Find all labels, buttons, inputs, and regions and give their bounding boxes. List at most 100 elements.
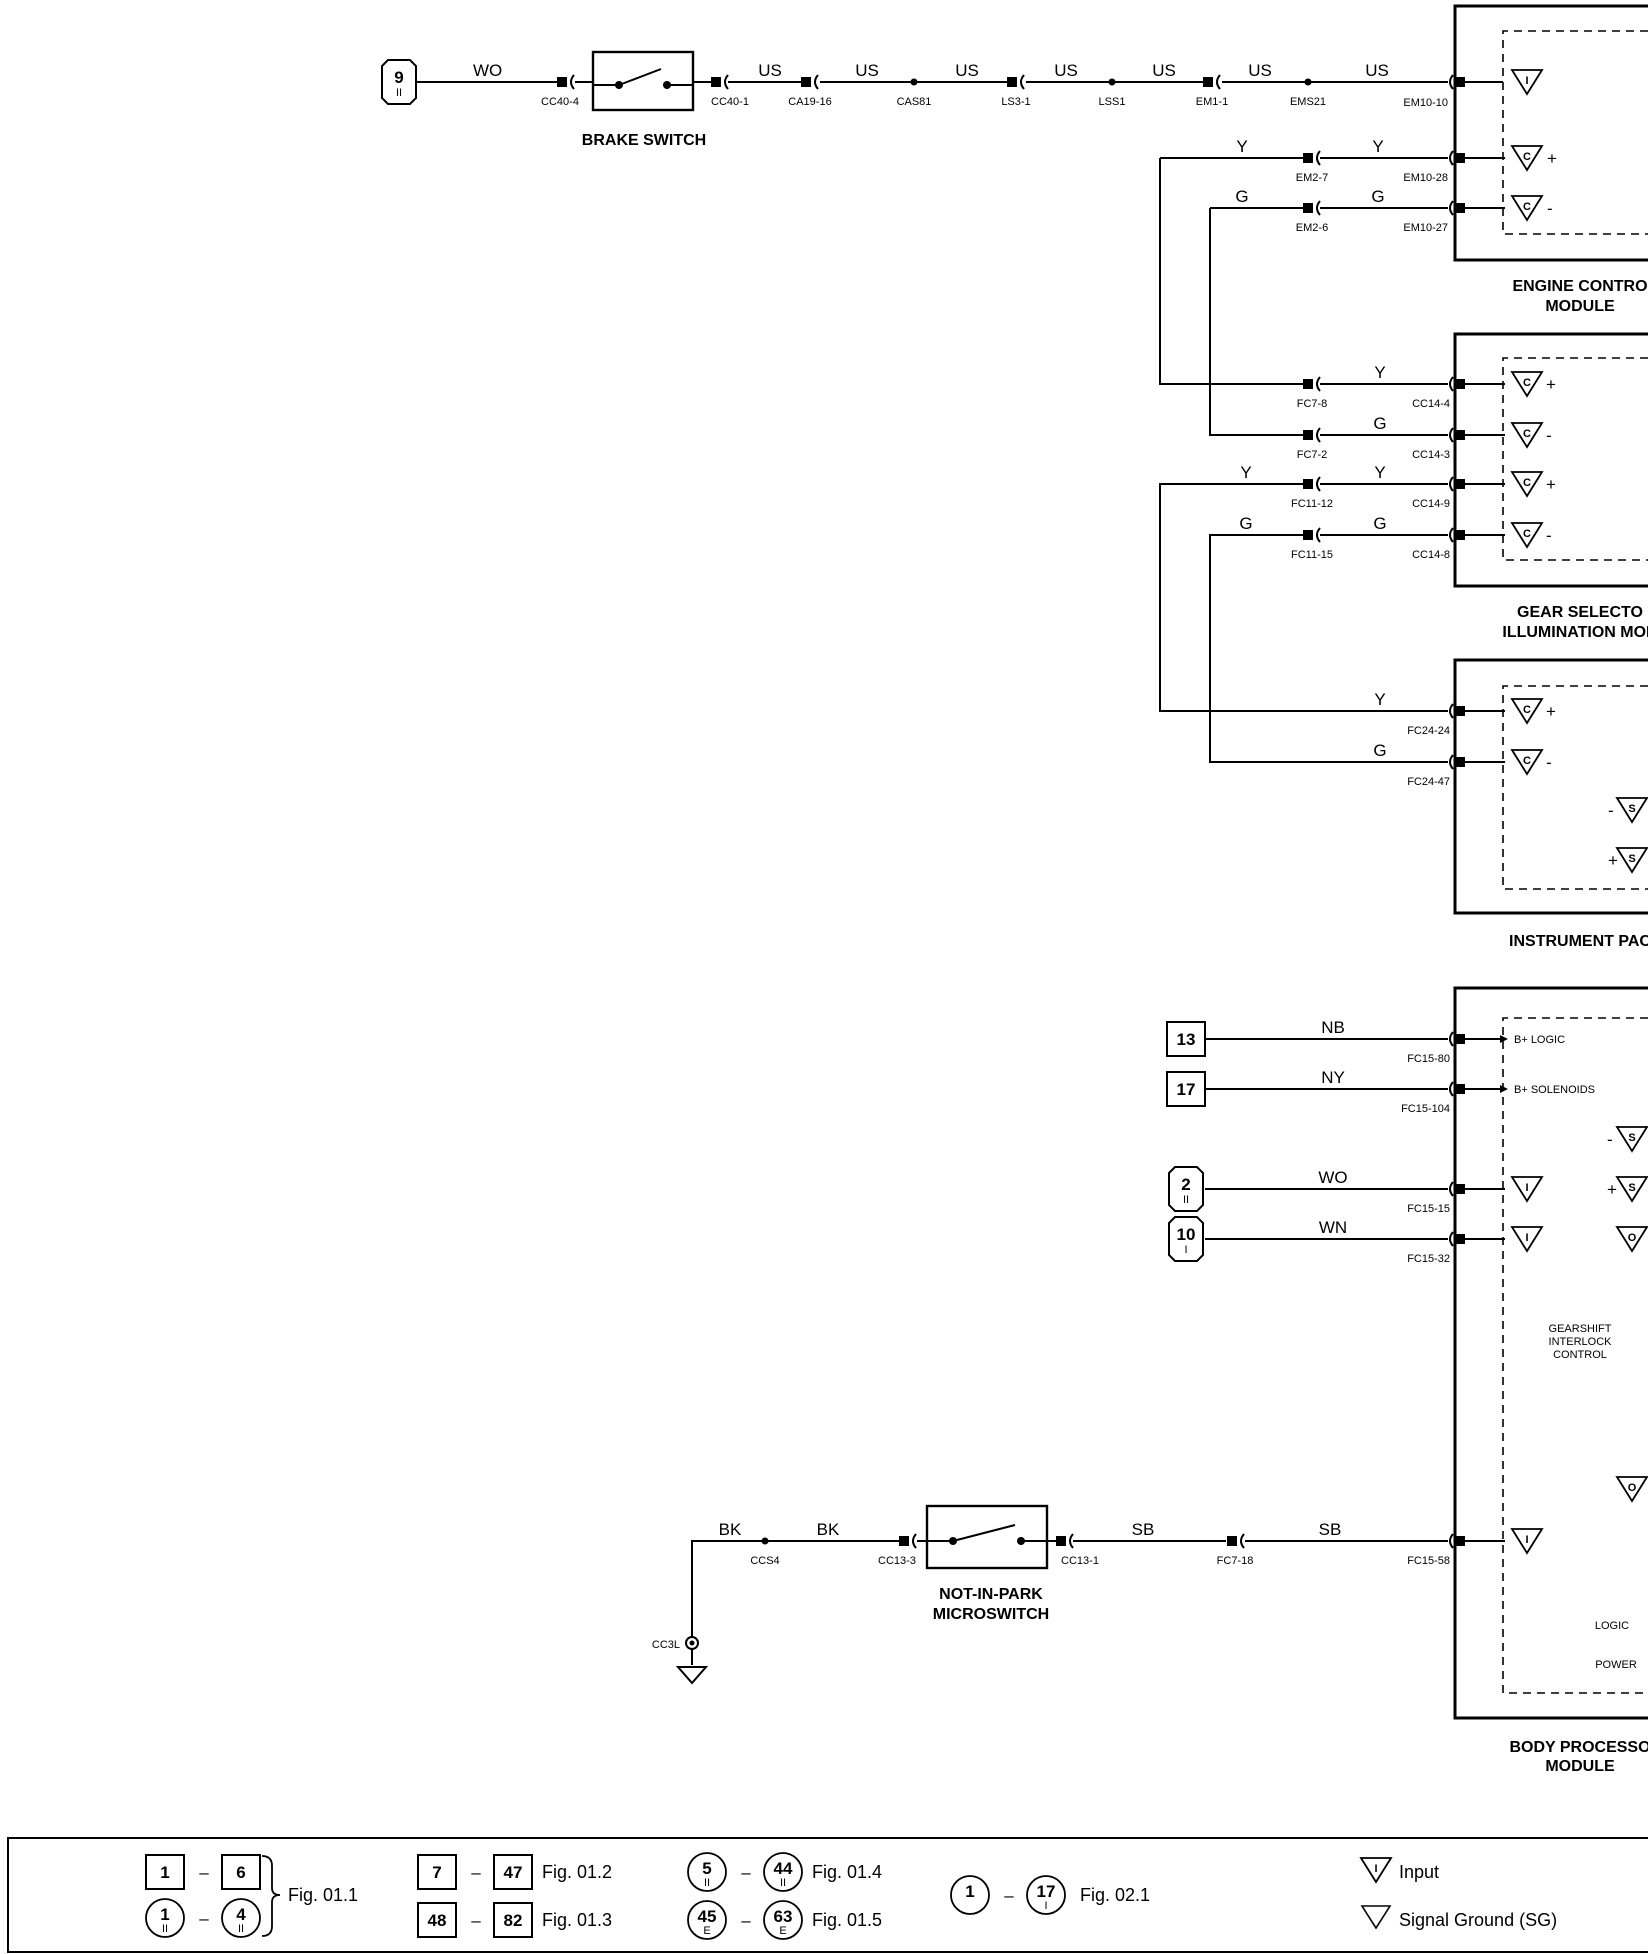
wire-g-ipk bbox=[1209, 534, 1448, 763]
triangle-letter: I bbox=[1525, 1534, 1528, 1546]
connector-label: EMS21 bbox=[1290, 96, 1326, 108]
wire-y-ipk bbox=[1159, 483, 1448, 712]
connector-socket bbox=[570, 74, 575, 90]
ecm-subtitle: MODULE bbox=[1545, 298, 1615, 315]
wire-label: G bbox=[1373, 514, 1386, 533]
bpm-ref-badge bbox=[1168, 1216, 1204, 1262]
legend-fig: Fig. 01.1 bbox=[288, 1885, 358, 1905]
bpm-output-icon bbox=[1615, 1476, 1648, 1503]
switch-blade bbox=[952, 1524, 1016, 1542]
reference-number: 7 bbox=[432, 1863, 441, 1882]
wire-label-us: US bbox=[1248, 61, 1272, 80]
module-pin bbox=[1455, 1084, 1465, 1094]
bpm-supply-icon bbox=[1615, 1176, 1648, 1203]
connector-socket bbox=[1316, 427, 1321, 443]
reference-number: 10 bbox=[1177, 1225, 1196, 1244]
polarity-sign: - bbox=[1546, 526, 1552, 545]
connector-cc40-1 bbox=[801, 77, 811, 87]
ipk-module bbox=[1453, 658, 1648, 915]
wire-label: SB bbox=[1132, 1520, 1155, 1539]
ecm-input-icon bbox=[1510, 69, 1544, 96]
brake-switch bbox=[591, 50, 695, 112]
reference-sub: II bbox=[1183, 1194, 1189, 1206]
reference-number: 5 bbox=[702, 1859, 711, 1878]
connector-cas81 bbox=[1007, 77, 1017, 87]
module-socket bbox=[1449, 1533, 1454, 1549]
connector-socket bbox=[1316, 527, 1321, 543]
wire-label: G bbox=[1373, 741, 1386, 760]
bpm-logic-label: LOGIC bbox=[1595, 1620, 1629, 1632]
bpm-inner-title: GEARSHIFT bbox=[1549, 1323, 1612, 1335]
triangle-letter: I bbox=[1374, 1863, 1377, 1875]
bpm-input-icon bbox=[1510, 1176, 1544, 1203]
polarity-sign: - bbox=[1607, 1130, 1613, 1149]
connector-socket bbox=[1316, 200, 1321, 216]
connector-fc11-15 bbox=[1303, 530, 1313, 540]
splice-dot bbox=[1304, 78, 1312, 86]
splice-dot bbox=[910, 78, 918, 86]
connector-label: LSS1 bbox=[1099, 96, 1126, 108]
connector-label: EM2-6 bbox=[1296, 222, 1328, 234]
triangle-letter: C bbox=[1523, 428, 1531, 440]
reference-sub: E bbox=[703, 1925, 710, 1937]
module-pin bbox=[1455, 153, 1465, 163]
reference-sub: I bbox=[1184, 1244, 1187, 1256]
bpm-supply-label: B+ SOLENOIDS bbox=[1514, 1084, 1595, 1096]
reference-number: 2 bbox=[1181, 1175, 1190, 1194]
triangle-letter: C bbox=[1523, 201, 1531, 213]
triangle-letter: I bbox=[1525, 1182, 1528, 1194]
module-pin bbox=[1455, 430, 1465, 440]
ipk-comm-icon bbox=[1510, 698, 1544, 725]
legend-dash: – bbox=[471, 1911, 481, 1930]
connector-cc13-1 bbox=[1056, 1536, 1066, 1546]
gsim-subtitle: ILLUMINATION MOD bbox=[1502, 624, 1648, 641]
wire-label: BK bbox=[817, 1520, 840, 1539]
ground-eyelet-center bbox=[689, 1640, 695, 1646]
connector-fc7-2 bbox=[1303, 430, 1313, 440]
connector-socket bbox=[1316, 376, 1321, 392]
pin-label: EM10-28 bbox=[1403, 172, 1448, 184]
legend-dash: – bbox=[741, 1911, 751, 1930]
nip-switch-label: NOT-IN-PARK bbox=[939, 1586, 1043, 1603]
triangle-letter: S bbox=[1628, 853, 1635, 865]
wire-bk bbox=[691, 1540, 902, 1665]
connector-label: FC11-15 bbox=[1291, 549, 1333, 561]
ecm-title: ENGINE CONTRO bbox=[1512, 278, 1647, 295]
polarity-sign: - bbox=[1547, 199, 1553, 218]
pin-label: FC24-24 bbox=[1407, 725, 1450, 737]
legend-circle bbox=[145, 1898, 185, 1938]
pin-label: CC14-3 bbox=[1412, 449, 1450, 461]
brake-ref-badge bbox=[381, 59, 417, 105]
wire-y-feed bbox=[1159, 158, 1303, 385]
legend-fig: Fig. 02.1 bbox=[1080, 1885, 1150, 1905]
module-pin bbox=[1455, 379, 1465, 389]
connector-label: FC11-12 bbox=[1291, 498, 1333, 510]
connector-label: CC13-1 bbox=[1061, 1555, 1099, 1567]
legend-circle bbox=[950, 1875, 990, 1915]
reference-number: 6 bbox=[236, 1863, 245, 1882]
module-socket bbox=[1449, 376, 1454, 392]
wire-label: SB bbox=[1319, 1520, 1342, 1539]
legend-dash: – bbox=[741, 1863, 751, 1882]
wire-g-feed bbox=[1209, 208, 1303, 436]
wire-label-us: US bbox=[1152, 61, 1176, 80]
polarity-sign: + bbox=[1607, 1180, 1617, 1199]
reference-number: 17 bbox=[1037, 1882, 1056, 1901]
triangle-letter: C bbox=[1523, 377, 1531, 389]
module-socket bbox=[1449, 1081, 1454, 1097]
wire-label: G bbox=[1239, 514, 1252, 533]
connector-label: CAS81 bbox=[897, 96, 932, 108]
legend-circle bbox=[763, 1852, 803, 1892]
triangle-letter: S bbox=[1628, 1132, 1635, 1144]
wire-label: Y bbox=[1240, 463, 1251, 482]
brake-switch-label: BRAKE SWITCH bbox=[582, 132, 706, 149]
ecm-comm-icon bbox=[1510, 195, 1544, 222]
wire-label: WN bbox=[1319, 1218, 1347, 1237]
connector-socket bbox=[1316, 476, 1321, 492]
not-in-park-switch bbox=[925, 1504, 1049, 1570]
connector-socket bbox=[1020, 74, 1025, 90]
wire-label-us: US bbox=[758, 61, 782, 80]
triangle-letter: S bbox=[1628, 803, 1635, 815]
legend-signal-ground-icon bbox=[1360, 1905, 1392, 1930]
